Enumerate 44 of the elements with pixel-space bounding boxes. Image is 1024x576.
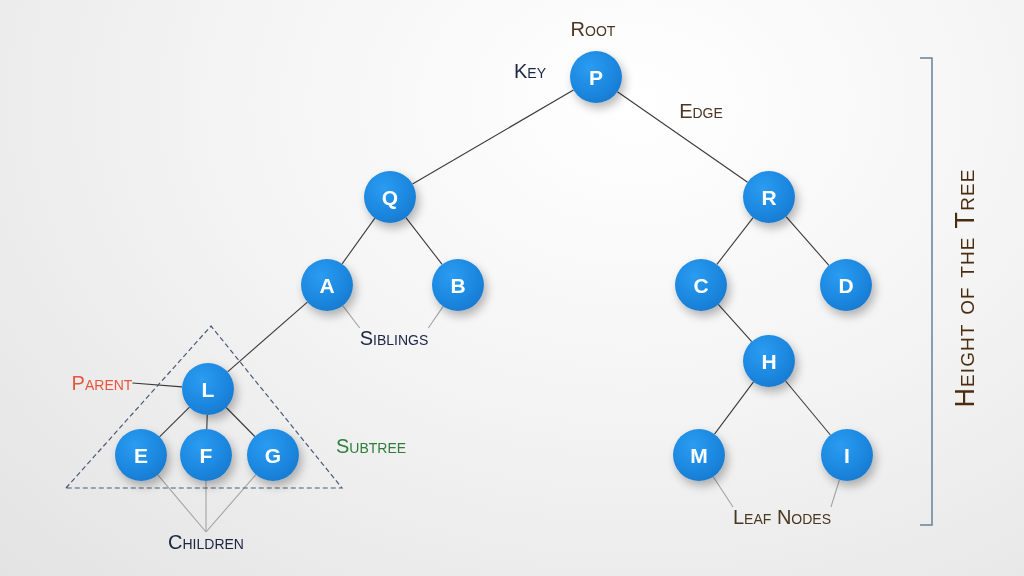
tree-edge <box>158 406 191 438</box>
tree-edge <box>785 380 831 436</box>
node-key-letter: R <box>761 186 777 208</box>
node-key-letter: I <box>844 444 850 466</box>
tree-edge <box>713 381 755 435</box>
tree-edge <box>717 303 753 343</box>
tree-edge <box>206 414 208 430</box>
tree-edge <box>227 301 308 373</box>
node-key-letter: P <box>589 66 603 88</box>
key-label: Key <box>514 61 546 81</box>
leader-line <box>830 479 840 508</box>
tree-edge <box>616 91 749 183</box>
leader-line <box>342 305 361 329</box>
root-label: Root <box>570 19 616 39</box>
node-key-letter: C <box>693 274 709 296</box>
leader-line <box>427 305 444 329</box>
node-key-letter: L <box>201 378 215 400</box>
tree-edge <box>716 217 754 265</box>
node-key-letter: E <box>134 444 148 466</box>
leader-line <box>205 474 257 533</box>
node-key-letter: A <box>319 274 335 296</box>
subtree-label: Subtree <box>335 436 407 456</box>
tree-edge <box>225 406 256 438</box>
node-key-letter: F <box>199 444 213 466</box>
siblings-label: Siblings <box>359 328 429 348</box>
node-key-letter: B <box>450 274 466 296</box>
leaf-nodes-label: Leaf Nodes <box>733 507 831 527</box>
leader-line <box>205 480 207 533</box>
leader-line <box>131 382 183 388</box>
node-key-letter: M <box>690 444 708 466</box>
tree-edge <box>405 217 443 265</box>
edge-term-text: Edge <box>679 101 723 121</box>
children-label: Children <box>168 532 244 552</box>
leader-line <box>157 474 207 533</box>
parent-label: Parent <box>71 373 133 393</box>
node-key-letter: Q <box>381 186 399 208</box>
height-label: Height of the Tree <box>951 168 979 408</box>
tree-edge <box>785 216 830 266</box>
node-key-letter: H <box>761 350 777 372</box>
node-key-letter: G <box>264 444 282 466</box>
node-key-letter: D <box>838 274 854 296</box>
leader-line <box>712 476 734 508</box>
tree-edge <box>411 89 575 185</box>
tree-edge <box>341 217 376 265</box>
